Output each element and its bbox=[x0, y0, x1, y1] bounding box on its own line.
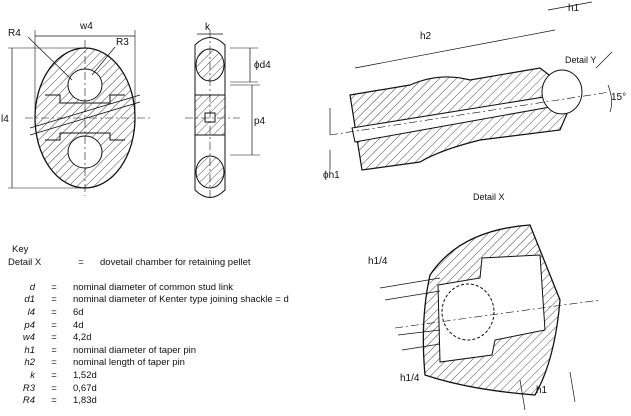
key-row: w4 = 4,2d bbox=[8, 332, 289, 345]
key-row: d1 = nominal diameter of Kenter type joini… bbox=[8, 294, 289, 307]
label-h1-top: h1 bbox=[568, 3, 580, 14]
key-symbol: w4 bbox=[22, 332, 35, 344]
front-view bbox=[8, 30, 150, 196]
key-equals: = bbox=[51, 344, 57, 356]
key-equals bbox=[35, 269, 73, 282]
label-h1-quarter-top: h1/4 bbox=[368, 256, 388, 267]
key-equals: = bbox=[51, 319, 57, 331]
key-description: 6d bbox=[73, 306, 84, 318]
key-equals: = bbox=[51, 306, 57, 318]
side-view bbox=[185, 30, 260, 200]
key-equals: = bbox=[51, 369, 57, 381]
key-equals: = bbox=[51, 281, 57, 293]
key-description: 1,52d bbox=[73, 369, 97, 381]
key-row: p4 = 4d bbox=[8, 320, 289, 333]
label-dh1: ϕh1 bbox=[323, 170, 340, 181]
label-h1-bottom: h1 bbox=[536, 385, 548, 396]
label-r4: R4 bbox=[8, 28, 21, 39]
key-symbol: l4 bbox=[27, 306, 35, 318]
key-equals: = bbox=[51, 294, 57, 306]
label-angle: 15° bbox=[611, 92, 626, 103]
label-k: k bbox=[205, 22, 211, 33]
key-symbol bbox=[8, 269, 35, 282]
label-d4: ϕd4 bbox=[254, 60, 271, 71]
key-description: 4,2d bbox=[73, 332, 92, 344]
key-row: Detail X = dovetail chamber for retaining … bbox=[8, 257, 289, 270]
key-equals: = bbox=[51, 357, 57, 369]
key-row: h2 = nominal length of taper pin bbox=[8, 357, 289, 370]
key-title: Key bbox=[12, 244, 29, 255]
key-row: R4 = 1,83d bbox=[8, 395, 289, 408]
key-rows: Detail X = dovetail chamber for retaining … bbox=[8, 257, 289, 408]
key-row: d = nominal diameter of common stud link bbox=[8, 282, 289, 295]
key-description: nominal diameter of Kenter type joining … bbox=[73, 294, 289, 306]
pin-section bbox=[329, 1, 613, 171]
key-symbol: h2 bbox=[24, 357, 35, 369]
key-equals: = bbox=[51, 395, 57, 407]
key-row: k = 1,52d bbox=[8, 370, 289, 383]
key-legend: Key Detail X = dovetail chamber for retain… bbox=[8, 244, 289, 408]
key-equals: = bbox=[78, 256, 84, 268]
key-description: 0,67d bbox=[73, 382, 97, 394]
key-equals: = bbox=[51, 332, 57, 344]
key-symbol: R3 bbox=[22, 382, 35, 394]
label-h2: h2 bbox=[420, 31, 432, 42]
key-symbol: h1 bbox=[24, 344, 35, 356]
label-detail-y: Detail Y bbox=[565, 55, 596, 65]
key-row bbox=[8, 269, 289, 282]
label-p4: p4 bbox=[254, 116, 266, 127]
key-description: nominal length of taper pin bbox=[73, 357, 185, 369]
key-symbol: k bbox=[30, 369, 35, 381]
key-row: h1 = nominal diameter of taper pin bbox=[8, 345, 289, 358]
key-description: nominal diameter of taper pin bbox=[73, 344, 197, 356]
label-w4: w4 bbox=[79, 21, 93, 32]
key-row: l4 = 6d bbox=[8, 307, 289, 320]
key-description: nominal diameter of common stud link bbox=[73, 281, 233, 293]
key-row: R3 = 0,67d bbox=[8, 383, 289, 396]
label-h1-quarter-bottom: h1/4 bbox=[400, 373, 420, 384]
key-equals: = bbox=[51, 382, 57, 394]
detail-x-view bbox=[379, 224, 601, 411]
label-l4: l4 bbox=[1, 114, 9, 125]
key-symbol: Detail X bbox=[8, 256, 42, 268]
key-symbol: p4 bbox=[24, 319, 35, 331]
key-description: 4d bbox=[73, 319, 84, 331]
key-symbol: R4 bbox=[22, 395, 35, 407]
label-detail-x: Detail X bbox=[473, 192, 505, 202]
label-r3: R3 bbox=[116, 37, 129, 48]
key-symbol: d bbox=[29, 281, 35, 293]
key-description: dovetail chamber for retaining pellet bbox=[100, 256, 251, 268]
key-symbol: d1 bbox=[24, 294, 35, 306]
key-description: 1,83d bbox=[73, 395, 97, 407]
